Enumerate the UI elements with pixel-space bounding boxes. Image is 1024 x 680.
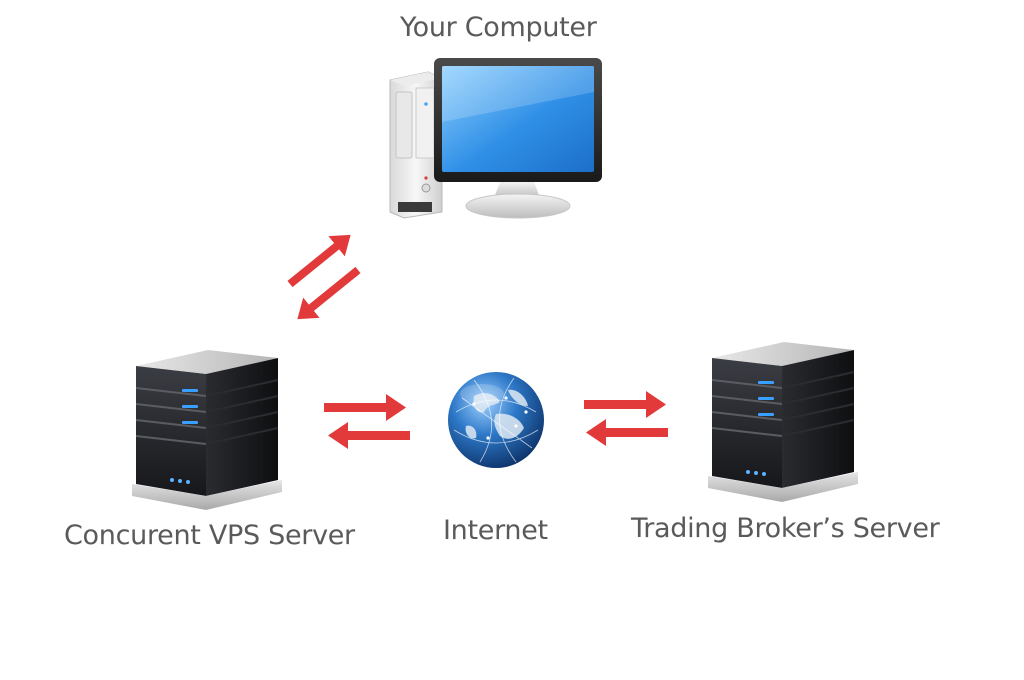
broker-server-icon xyxy=(704,338,864,506)
bidirectional-arrows-vps-internet xyxy=(322,392,412,452)
label-vps-server: Concurent VPS Server xyxy=(64,520,355,551)
desktop-computer-icon xyxy=(384,52,606,224)
vps-server-icon xyxy=(128,346,288,514)
label-broker-server: Trading Broker’s Server xyxy=(631,513,940,544)
bidirectional-arrows-computer-vps xyxy=(270,230,370,320)
label-internet: Internet xyxy=(443,515,548,546)
bidirectional-arrows-internet-broker xyxy=(580,388,670,448)
globe-icon xyxy=(444,368,548,472)
label-your-computer: Your Computer xyxy=(400,12,597,43)
